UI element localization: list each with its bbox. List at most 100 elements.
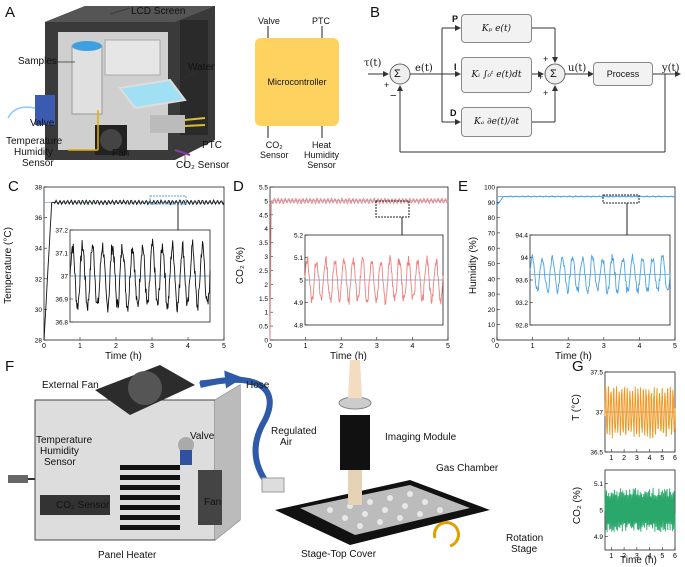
e-main-ytick-label: 50 xyxy=(488,261,496,268)
e-main-xtick-label: 2 xyxy=(566,343,570,350)
e-inset-ytick-label: 92.8 xyxy=(515,323,528,330)
c-main-ytick-label: 34 xyxy=(35,246,43,253)
label-humidity-f: Humidity xyxy=(40,446,79,457)
panel-label-d: D xyxy=(233,178,244,195)
mc-co2-line2: Sensor xyxy=(260,150,289,160)
c-main-xtick-label: 2 xyxy=(114,343,118,350)
p-block: Kₚ e(t) xyxy=(461,14,532,43)
e-main-xtick-label: 3 xyxy=(602,343,606,350)
g-top-ytick-label: 37.5 xyxy=(590,370,603,377)
d-main-xtick-label: 0 xyxy=(268,343,272,350)
e-xlabel: Time (h) xyxy=(555,351,592,362)
label-samples: Samples xyxy=(18,56,57,67)
sum2-symbol: Σ xyxy=(550,68,557,80)
label-external-fan: External Fan xyxy=(42,380,99,391)
label-regulated: Regulated xyxy=(271,426,317,437)
e-main-ytick-label: 40 xyxy=(488,276,496,283)
g-top-series-line xyxy=(604,386,676,439)
label-temperature-f: Temperature xyxy=(36,435,93,446)
d-main-ytick-label: 5.5 xyxy=(259,185,268,192)
e-main-ytick-label: 70 xyxy=(488,230,496,237)
e-main-ytick-label: 80 xyxy=(488,215,496,222)
i-term-tag: I xyxy=(454,62,457,72)
mc-co2-line1: CO₂ xyxy=(265,140,283,150)
e-main-xtick-label: 5 xyxy=(673,343,677,350)
c-main-ytick-label: 32 xyxy=(35,276,43,283)
p-block-expr: Kₚ e(t) xyxy=(481,23,512,34)
e-main-xtick-label: 4 xyxy=(637,343,641,350)
pid-y-label: y(t) xyxy=(662,63,680,74)
label-water: Water xyxy=(188,62,215,73)
e-main-frame xyxy=(496,186,676,341)
mc-heat-line3: Sensor xyxy=(307,160,336,170)
pid-error-label: e(t) xyxy=(415,63,433,74)
g-bottom-ytick-label: 5.1 xyxy=(594,481,603,488)
d-main-xtick-label: 4 xyxy=(410,343,414,350)
sum1-symbol: Σ xyxy=(394,68,401,80)
c-ylabel: Temperature (°C) xyxy=(2,227,14,304)
c-main-xtick-label: 5 xyxy=(222,343,226,350)
d-zoom-box xyxy=(375,200,410,218)
d-main-ytick-label: 0 xyxy=(264,338,268,345)
pid-u-label: u(t) xyxy=(568,63,587,74)
e-ylabel: Humidity (%) xyxy=(468,236,480,295)
process-label: Process xyxy=(606,69,640,79)
c-main-xtick-label: 1 xyxy=(78,343,82,350)
g-bottom-xtick-label: 2 xyxy=(622,553,626,560)
sum2-plus-top: + xyxy=(543,54,549,64)
g-top-ytick-label: 36.5 xyxy=(590,450,603,457)
label-hose: Hose xyxy=(246,380,270,391)
label-imaging-module: Imaging Module xyxy=(385,432,457,443)
c-xlabel: Time (h) xyxy=(105,351,142,362)
d-main-ytick-label: 2.5 xyxy=(259,268,268,275)
d-block: Kₐ ∂e(t)/∂t xyxy=(461,107,532,137)
d-main-ytick-label: 4 xyxy=(264,226,268,233)
mc-heat-line2: Humidity xyxy=(304,150,340,160)
label-sensor-a: Sensor xyxy=(22,158,54,169)
d-main-series-line xyxy=(269,196,449,341)
g-bottom-series-line xyxy=(604,487,676,533)
c-main-xtick-label: 0 xyxy=(42,343,46,350)
label-valve-f: Valve xyxy=(190,431,215,442)
c-main-xtick-label: 3 xyxy=(150,343,154,350)
g-bottom-xtick-label: 5 xyxy=(660,553,664,560)
d-main-xtick-label: 3 xyxy=(375,343,379,350)
c-inset-ytick-label: 37.1 xyxy=(55,251,68,258)
d-main-ytick-label: 1.5 xyxy=(259,296,268,303)
e-zoom-box xyxy=(602,194,640,204)
label-co2-sensor-a: CO₂ Sensor xyxy=(176,160,230,171)
d-main-ytick-label: 3.5 xyxy=(259,240,268,247)
d-inset-ytick-label: 5.1 xyxy=(294,255,303,262)
label-lcd-screen: LCD Screen xyxy=(131,6,186,17)
label-ptc-a: PTC xyxy=(202,140,222,151)
pid-diagram xyxy=(368,25,681,153)
label-temperature-a: Temperature xyxy=(6,136,63,147)
panel-label-g: G xyxy=(572,358,584,375)
g-bottom-ytick-label: 4.9 xyxy=(594,534,603,541)
label-co2-sensor-f: CO₂ Sensor xyxy=(56,500,110,511)
process-block: Process xyxy=(593,62,653,86)
e-main-ytick-label: 90 xyxy=(488,200,496,207)
g-ylabel-bottom: CO₂ (%) xyxy=(572,486,584,525)
mc-wires xyxy=(267,26,323,138)
c-main-ytick-label: 28 xyxy=(35,338,43,345)
label-valve-a: Valve xyxy=(30,118,55,129)
d-ylabel: CO₂ (%) xyxy=(235,246,247,285)
c-main-xtick-label: 4 xyxy=(186,343,190,350)
d-main-ytick-label: 4.5 xyxy=(259,212,268,219)
c-inset-ytick-label: 37 xyxy=(61,274,69,281)
label-fan-f: Fan xyxy=(204,497,222,508)
microcontroller-box: Microcontroller xyxy=(255,38,339,126)
c-zoom-box xyxy=(149,195,187,205)
c-inset-ytick-label: 37.2 xyxy=(55,228,68,235)
pid-input-label: τ(t) xyxy=(364,58,382,69)
g-bottom-xtick-label: 6 xyxy=(673,553,677,560)
d-main-ytick-label: 5 xyxy=(264,198,268,205)
e-main-xtick-label: 0 xyxy=(495,343,499,350)
d-inset-series-line xyxy=(304,255,444,306)
d-block-expr: Kₐ ∂e(t)/∂t xyxy=(474,117,519,127)
g-top-xtick-label: 1 xyxy=(609,455,613,462)
sum2-plus-bottom: + xyxy=(543,88,549,98)
d-term-tag: D xyxy=(450,108,457,118)
panel-label-b: B xyxy=(370,4,381,21)
